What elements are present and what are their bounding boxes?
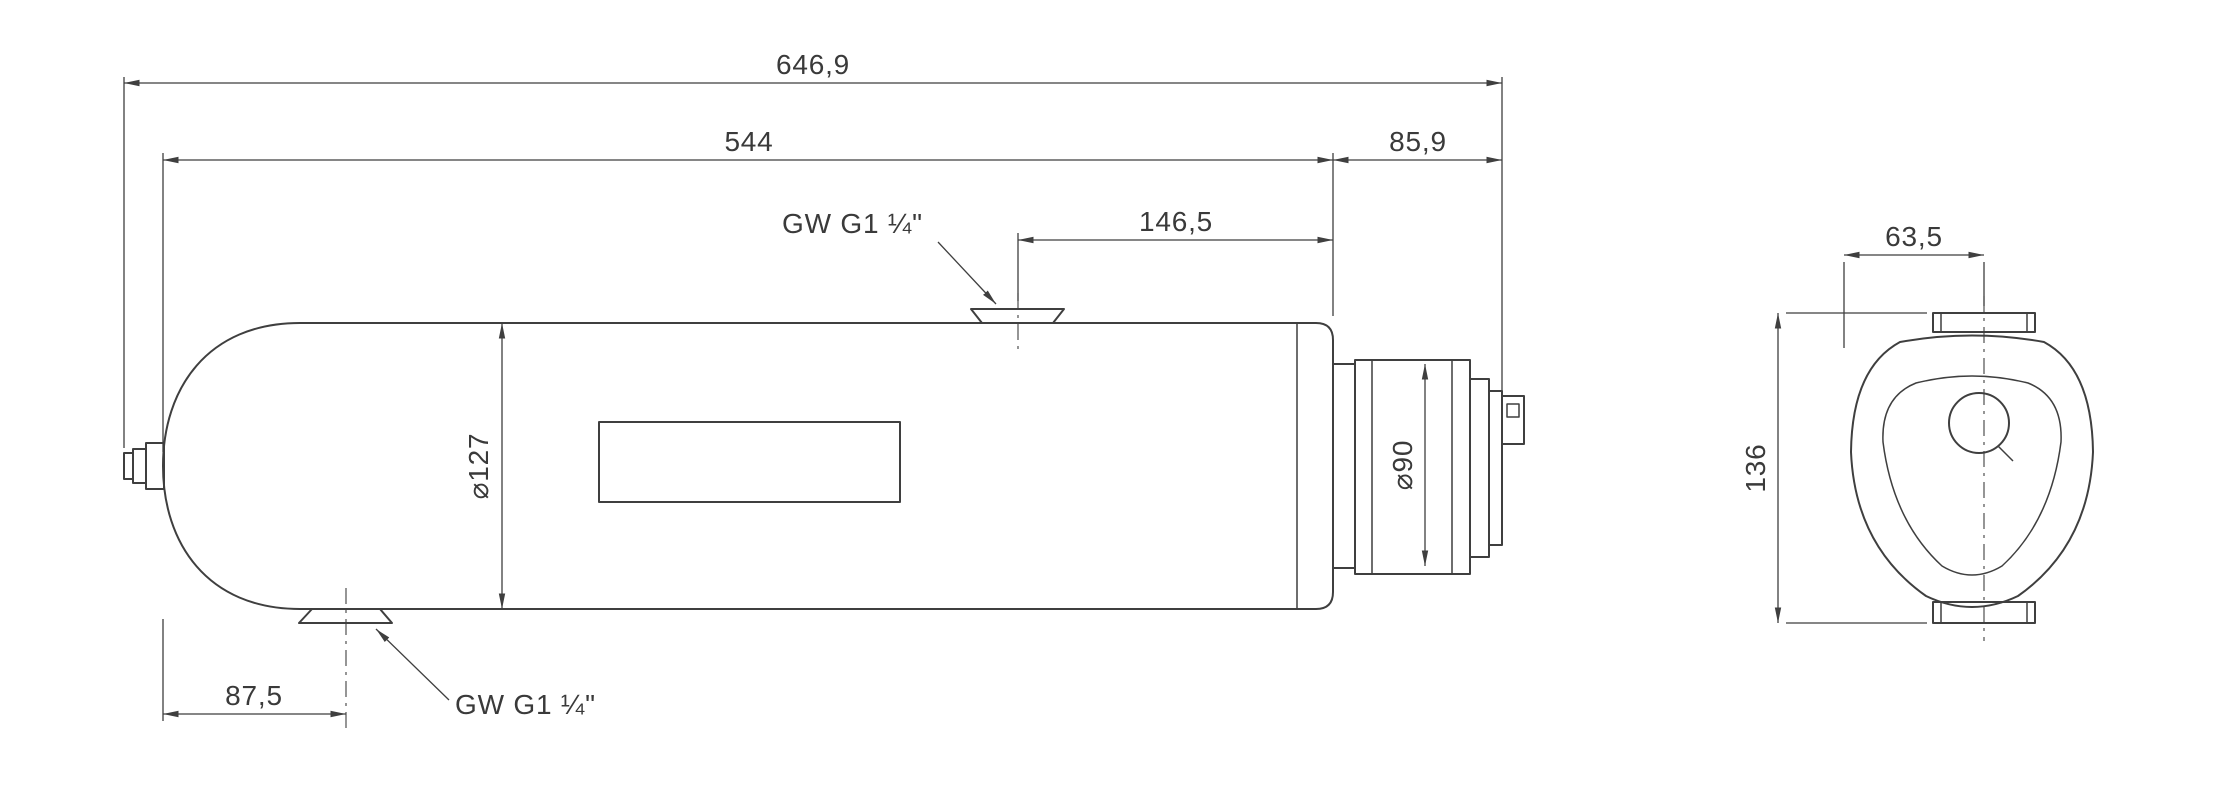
dim-body-length-text: 544 [724, 126, 773, 157]
dim-total-length: 646,9 [123, 49, 1503, 448]
left-fitting-flange [145, 442, 165, 490]
rear-assembly [1332, 359, 1525, 575]
leader-line [375, 628, 450, 701]
end-port-slash [1997, 445, 2014, 462]
bottom-port-callout: GW G1 ¼" [375, 628, 596, 720]
end-outer-contour [1850, 334, 2094, 608]
rear-disc-2 [1488, 390, 1503, 546]
dim-rear-diameter: ⌀90 [1387, 364, 1429, 566]
dim-rear-section: 85,9 [1333, 126, 1502, 164]
rear-adapter-ring [1332, 363, 1356, 569]
dim-top-port-offset: 146,5 [1017, 206, 1333, 301]
rear-terminal-box-detail [1506, 403, 1520, 418]
leader-line [937, 241, 997, 305]
dim-rear-diameter-text: ⌀90 [1387, 440, 1418, 490]
top-port [970, 308, 1065, 324]
dim-body-length: 544 [162, 126, 1334, 452]
dim-overall-height-text: 136 [1740, 443, 1771, 492]
tank-body-outline [162, 322, 1334, 610]
left-fitting-cap [123, 452, 134, 480]
left-fitting-body [132, 448, 147, 484]
dim-overall-height: 136 [1740, 312, 1927, 624]
dim-rear-section-text: 85,9 [1389, 126, 1447, 157]
dim-top-port-offset-text: 146,5 [1139, 206, 1213, 237]
top-port-callout: GW G1 ¼" [782, 208, 997, 305]
dim-width-to-center: 63,5 [1843, 221, 1985, 348]
end-port-circle [1948, 392, 2010, 454]
top-port-label: GW G1 ¼" [782, 208, 923, 239]
end-view: 63,5 136 [1740, 221, 2094, 641]
side-view: 646,9 544 85,9 146,5 ⌀127 ⌀90 [123, 49, 1525, 730]
rear-terminal-box [1501, 395, 1525, 445]
bottom-port [298, 608, 393, 624]
dim-total-length-text: 646,9 [776, 49, 850, 80]
label-plate [598, 421, 901, 503]
left-fitting [123, 442, 165, 490]
rear-disc-1 [1469, 378, 1490, 558]
dim-bottom-port-offset: 87,5 [162, 619, 346, 721]
dim-body-diameter-text: ⌀127 [463, 433, 494, 500]
bottom-port-label: GW G1 ¼" [455, 689, 596, 720]
dim-bottom-port-offset-text: 87,5 [225, 680, 283, 711]
end-bottom-flange [1932, 601, 2036, 624]
dim-body-diameter: ⌀127 [463, 323, 506, 609]
dim-width-to-center-text: 63,5 [1885, 221, 1943, 252]
end-inner-contour [1882, 375, 2062, 576]
